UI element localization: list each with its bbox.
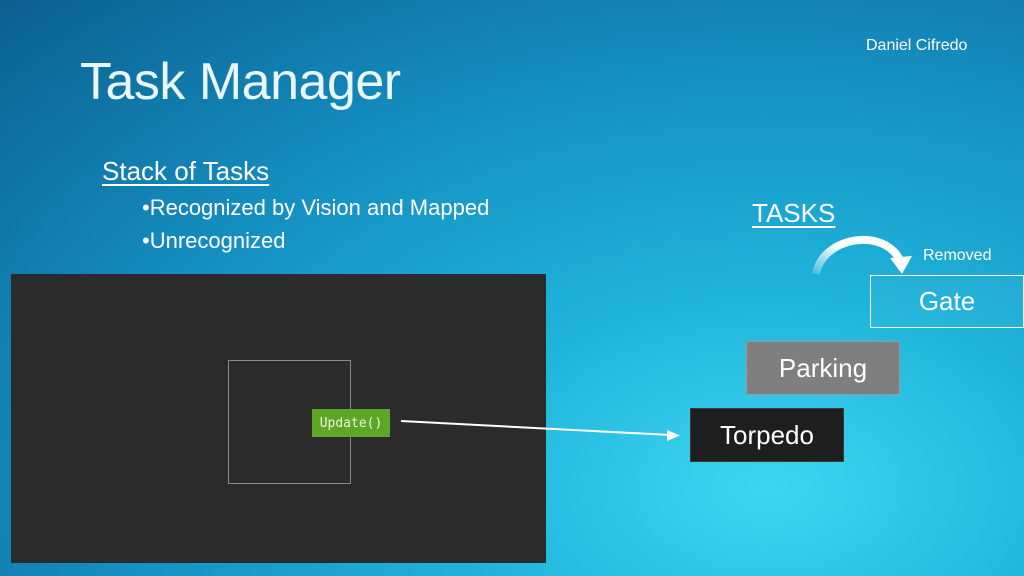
- task-torpedo: Torpedo: [690, 408, 844, 462]
- editor-screenshot: Update(): [11, 274, 546, 563]
- bullet-recognized: •Recognized by Vision and Mapped: [142, 195, 490, 220]
- curved-arrow-icon: [812, 235, 912, 276]
- subheading: Stack of Tasks: [102, 156, 270, 186]
- bullet-unrecognized: •Unrecognized: [142, 228, 286, 253]
- tasks-header: TASKS: [752, 198, 836, 228]
- removed-label: Removed: [923, 247, 992, 264]
- author-name: Daniel Cifredo: [866, 37, 968, 54]
- task-gate: Gate: [870, 275, 1024, 328]
- task-parking: Parking: [746, 341, 900, 395]
- slide-title: Task Manager: [80, 53, 401, 111]
- update-button[interactable]: Update(): [312, 409, 390, 437]
